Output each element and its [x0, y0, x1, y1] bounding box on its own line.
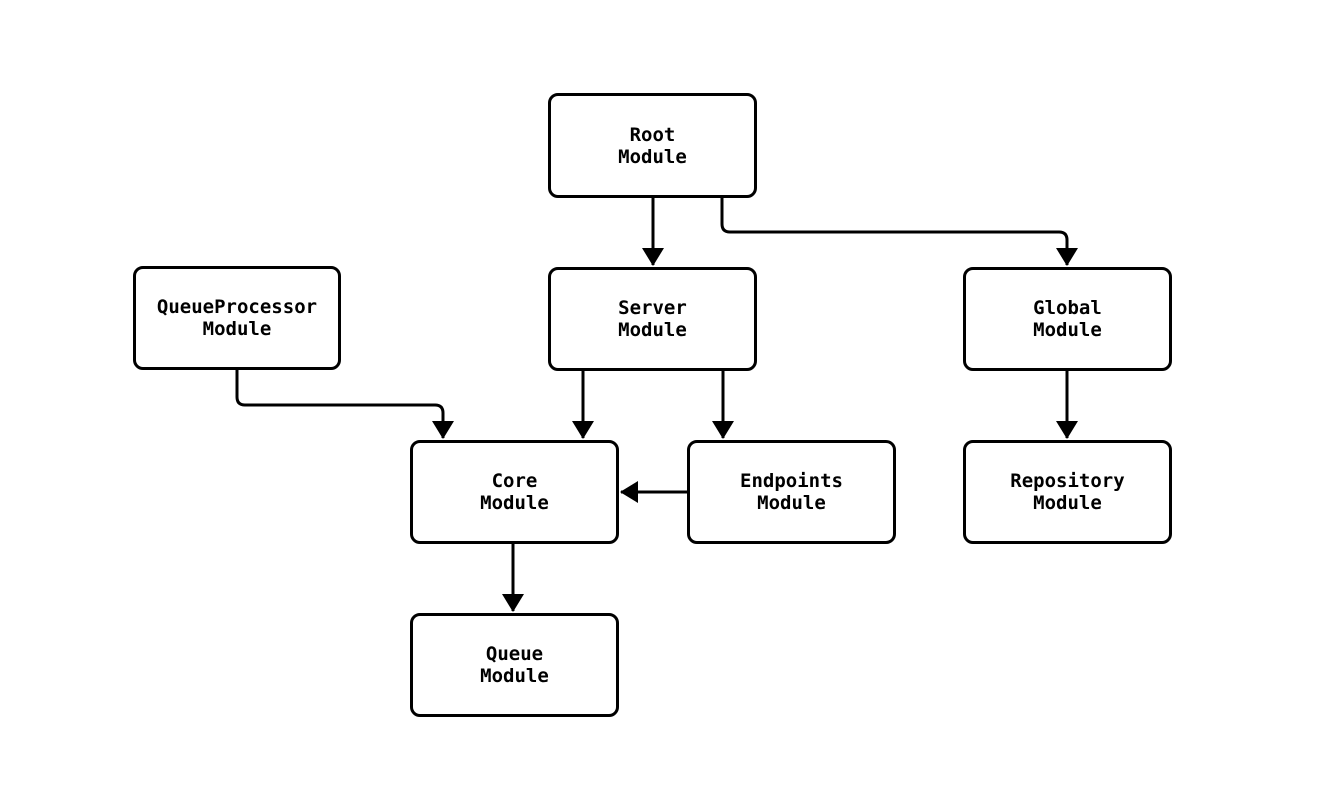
node-server-module: Server Module: [548, 267, 757, 371]
node-global-module: Global Module: [963, 267, 1172, 371]
node-label-queue-module: Queue Module: [480, 643, 549, 687]
node-label-root-module: Root Module: [618, 123, 687, 168]
node-repository-module: Repository Module: [963, 440, 1172, 544]
node-label-global-module: Global Module: [1033, 297, 1102, 341]
node-label-server-module: Server Module: [618, 297, 687, 341]
node-label-repository-module: Repository Module: [1010, 470, 1125, 514]
edge-queueprocessor-module-to-core-module: [235, 370, 454, 439]
node-label-core-module: Core Module: [480, 470, 549, 514]
edge-root-module-to-global-module: [720, 198, 1078, 266]
node-queueprocessor-module: QueueProcessor Module: [133, 266, 341, 370]
node-core-module: Core Module: [410, 440, 619, 544]
node-label-endpoints-module: Endpoints Module: [740, 470, 843, 514]
node-root-module: Root Module: [548, 93, 757, 198]
node-queue-module: Queue Module: [410, 613, 619, 717]
node-endpoints-module: Endpoints Module: [687, 440, 896, 544]
node-label-queueprocessor-module: QueueProcessor Module: [156, 296, 318, 340]
